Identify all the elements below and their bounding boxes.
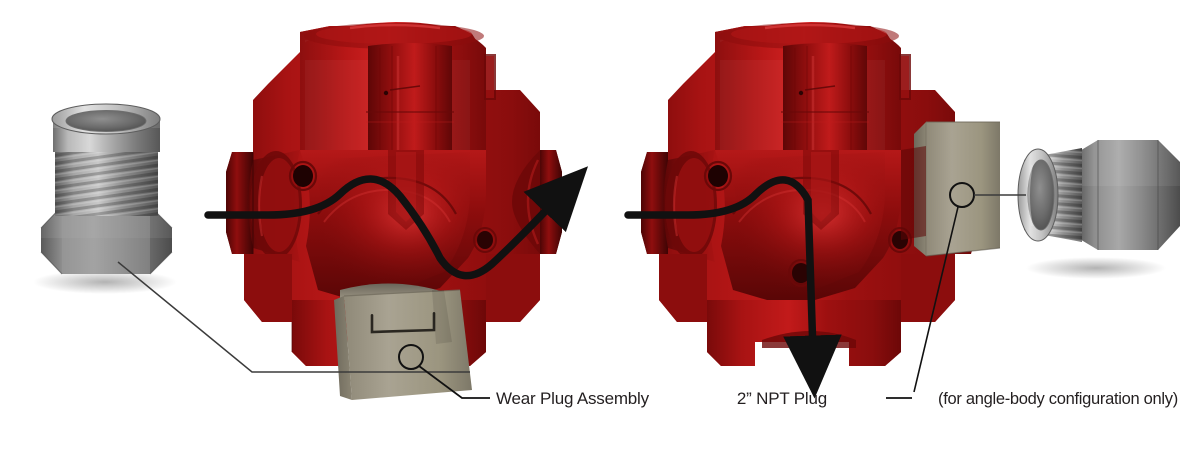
right-lower-port [792, 263, 810, 283]
right-hex-plug [1017, 140, 1180, 279]
left-arm-end [226, 152, 253, 254]
wear-plug-side [334, 296, 352, 400]
left-plug-hex-edges [40, 205, 173, 275]
npt-plug-bottom-edge [925, 247, 1001, 257]
right-flange-top-inner [731, 24, 887, 44]
left-flange-top-inner [316, 24, 472, 44]
right-lower-arm-r [901, 254, 955, 322]
right-inlet-bore-inner [674, 158, 714, 252]
wear-plug-label: Wear Plug Assembly [496, 389, 650, 408]
npt-plug-insert [914, 121, 1001, 257]
right-plug-bore [1028, 160, 1054, 230]
left-bonnet-bore-lines [379, 46, 437, 150]
right-bonnet-bore [783, 43, 867, 150]
left-flange-top-highlight [349, 23, 441, 30]
left-plug-hex-head [41, 206, 172, 274]
left-plug-rim-outline [51, 103, 161, 135]
left-plug-leader [117, 261, 470, 373]
wear-plug-bracket-tips [371, 312, 435, 320]
left-side-port-2-ring [473, 227, 497, 253]
flow-arrow-through [204, 166, 589, 280]
left-plug-hex-flat [62, 206, 150, 274]
right-inlet-highlight [672, 175, 679, 237]
left-hex-plug [33, 103, 177, 294]
npt-plug-face [926, 122, 1000, 256]
left-bore-seam [389, 85, 421, 91]
right-lower-arm-l [659, 254, 707, 322]
right-plug-shadow [1026, 257, 1166, 279]
left-bonnet-bore [368, 43, 452, 150]
left-plug-shadow [33, 270, 177, 294]
right-plug-hex-edges [1097, 140, 1159, 250]
left-flange-slot-inner [486, 56, 494, 98]
right-plug-hex-highlight [1078, 140, 1180, 186]
right-bore-port-dot [798, 90, 804, 96]
right-side-port-ring [703, 160, 733, 192]
right-bore-seam [804, 85, 836, 91]
left-plug-thread-pattern [55, 148, 158, 216]
left-plug-bore-outline [65, 110, 147, 132]
right-plug-rim-highlight [1028, 164, 1033, 227]
right-flange-top-highlight [764, 23, 856, 30]
wear-plug-top-edge [343, 289, 461, 297]
wear-plug-callout-circle [398, 344, 424, 370]
left-bore-port-dot [383, 90, 389, 96]
wear-plug-leader [418, 365, 490, 399]
left-inlet-highlight [257, 175, 264, 237]
left-side-port [293, 165, 313, 187]
npt-plug-leader-down [913, 206, 959, 393]
wear-plug-assembly-insert [334, 283, 472, 400]
wear-plug-shade [432, 290, 452, 344]
right-bonnet-bore-lines [794, 46, 852, 150]
npt-plug-note: (for angle-body configuration only) [938, 390, 1178, 408]
right-side-port [708, 165, 728, 187]
flow-arrow-down [624, 176, 842, 399]
right-flange-slot-inner [901, 56, 909, 98]
npt-plug-label: 2” NPT Plug [737, 389, 827, 408]
left-inlet-bore-inner [259, 158, 299, 252]
left-plug-bore [66, 110, 146, 132]
left-side-port-2 [477, 231, 493, 249]
right-plug-seat-shadow [901, 146, 926, 240]
right-plug-hex-head [1078, 140, 1180, 250]
left-lower-arm-l [244, 254, 292, 322]
left-side-port-ring [288, 160, 318, 192]
left-lower-arm-r [486, 254, 540, 322]
right-plug-bore-outline [1027, 159, 1055, 231]
wear-plug-bracket [370, 312, 436, 334]
right-inner-rib-face [811, 152, 831, 222]
right-arm-end [641, 152, 668, 254]
right-side-port-2-ring [888, 227, 912, 253]
